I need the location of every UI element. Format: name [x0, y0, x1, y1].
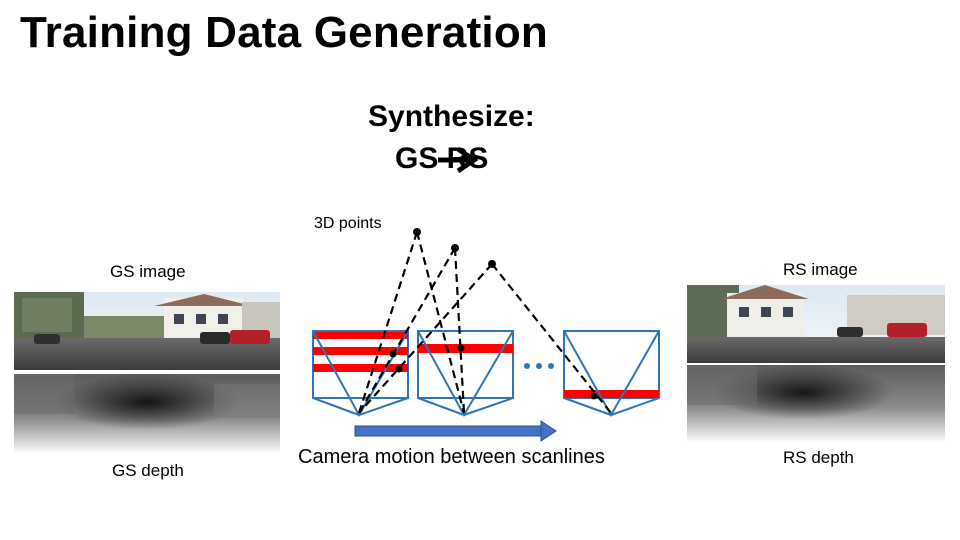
camera-frame-2: [417, 330, 514, 418]
projected-points: [389, 344, 598, 400]
rs-image-label: RS image: [783, 260, 858, 279]
gs-image-label: GS image: [110, 262, 186, 281]
gs-image: [14, 292, 280, 370]
scanline-3: [564, 390, 659, 398]
rs-depth-map: [687, 365, 945, 443]
scanline-1a: [313, 332, 408, 339]
gs-depth-label: GS depth: [112, 461, 184, 480]
camera-frame-3: [563, 330, 660, 418]
gs-depth-map: [14, 374, 280, 454]
scanline-1c: [313, 364, 408, 372]
3d-points: [413, 228, 496, 268]
scanline-1b: [313, 347, 408, 355]
right-arrow-icon: [438, 146, 479, 174]
camera-motion-label: Camera motion between scanlines: [298, 446, 605, 468]
synthesize-heading: Synthesize:: [368, 100, 535, 133]
camera-frame-1: [312, 330, 409, 418]
ellipsis-dots: [524, 363, 554, 369]
slide-title: Training Data Generation: [20, 8, 549, 57]
3d-points-label: 3D points: [314, 215, 382, 232]
projection-rays: [357, 231, 612, 414]
scanline-2: [418, 344, 513, 353]
rs-depth-label: RS depth: [783, 448, 854, 467]
rs-image: [687, 285, 945, 363]
camera-motion-arrow: [354, 420, 557, 442]
